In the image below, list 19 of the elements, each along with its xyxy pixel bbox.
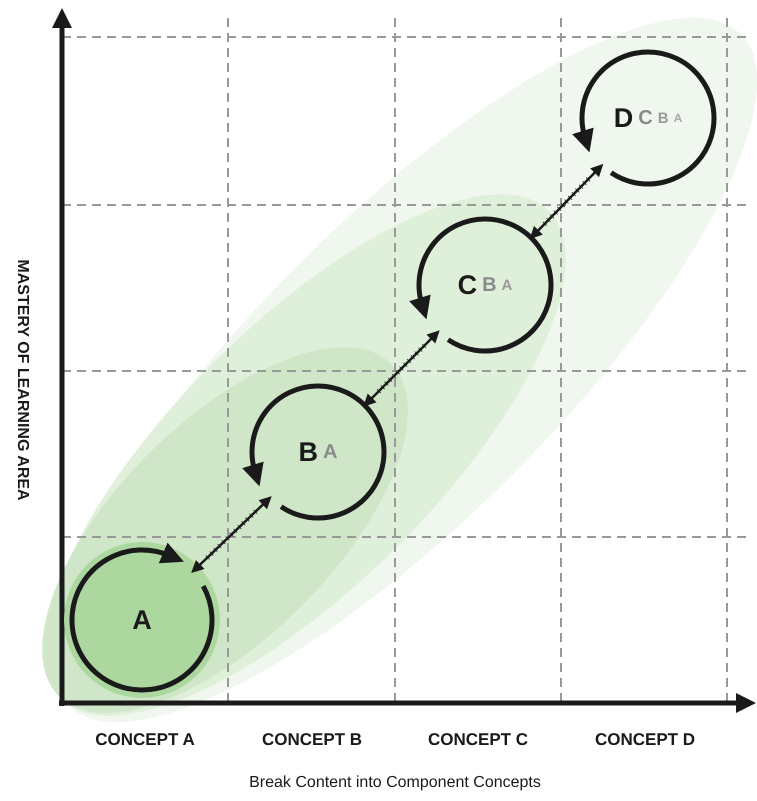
prior-concept-letter: A <box>674 112 682 124</box>
concept-letter: B <box>298 438 318 466</box>
prior-concept-letter: A <box>323 442 338 462</box>
prior-concept-letter: C <box>638 108 653 128</box>
category-label: CONCEPT D <box>594 730 696 750</box>
axis-title: Break Content into Component Concepts <box>249 774 541 792</box>
category-label: CONCEPT C <box>428 730 528 750</box>
prior-concept-letter: B <box>482 275 497 295</box>
axis-title: MASTERY OF LEARNING AREA <box>13 259 31 501</box>
category-label: CONCEPT A <box>95 730 195 750</box>
double-arrow <box>364 330 440 406</box>
concept-letter: A <box>132 606 152 634</box>
concept-letter: D <box>614 104 634 132</box>
concept-letter: C <box>458 272 478 298</box>
category-label: CONCEPT B <box>262 730 362 750</box>
double-arrow <box>191 496 272 573</box>
prior-concept-letter: B <box>658 110 669 126</box>
prior-concept-letter: A <box>502 278 512 292</box>
double-arrow <box>531 164 604 238</box>
